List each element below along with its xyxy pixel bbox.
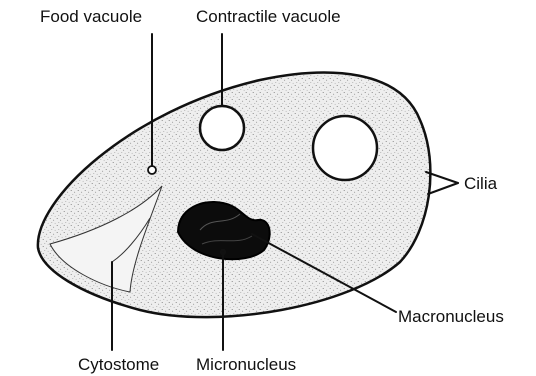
food-vacuole <box>148 166 156 174</box>
leader-cilia-lower <box>428 183 458 194</box>
label-contractile-vacuole: Contractile vacuole <box>196 7 341 26</box>
label-cilia: Cilia <box>464 174 498 193</box>
contractile-vacuole-rear <box>313 116 377 180</box>
label-micronucleus: Micronucleus <box>196 355 296 374</box>
label-cytostome: Cytostome <box>78 355 159 374</box>
contractile-vacuole-front <box>200 106 244 150</box>
label-food-vacuole: Food vacuole <box>40 7 142 26</box>
label-macronucleus: Macronucleus <box>398 307 504 326</box>
